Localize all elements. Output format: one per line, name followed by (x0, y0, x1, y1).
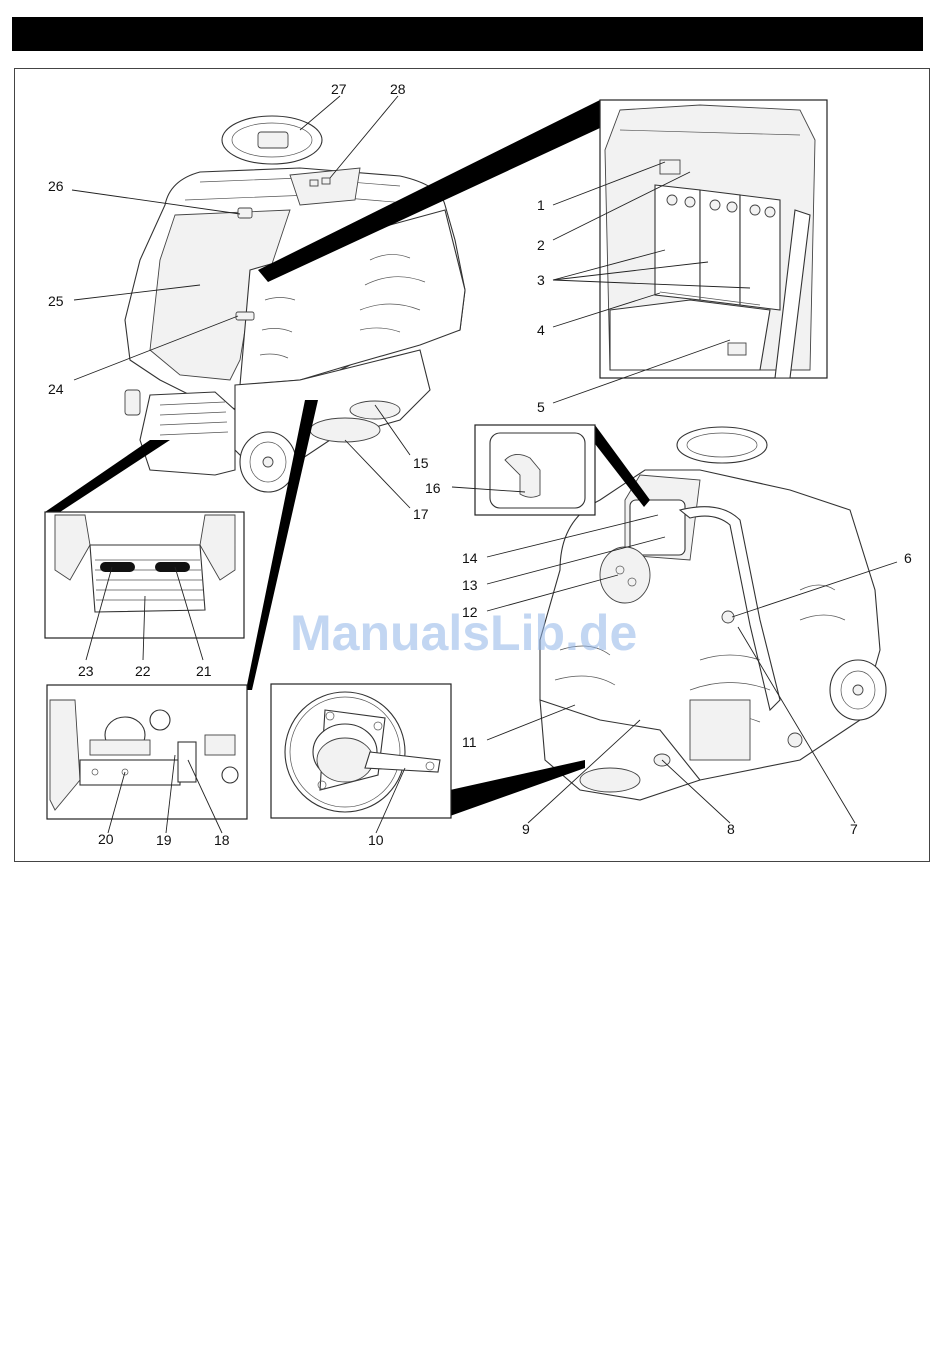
callout-1: 1 (537, 197, 545, 213)
callout-11: 11 (462, 734, 477, 750)
callout-10: 10 (368, 832, 384, 848)
callout-2: 2 (537, 237, 545, 253)
callout-9: 9 (522, 821, 530, 837)
callout-16: 16 (425, 480, 441, 496)
callout-4: 4 (537, 322, 545, 338)
callout-8: 8 (727, 821, 735, 837)
callout-17: 17 (413, 506, 429, 522)
callout-18: 18 (214, 832, 230, 848)
callout-28: 28 (390, 81, 406, 97)
callout-20: 20 (98, 831, 114, 847)
inset-brush-coupling (271, 684, 585, 818)
callout-22: 22 (135, 663, 151, 679)
callout-21: 21 (196, 663, 212, 679)
callout-25: 25 (48, 293, 64, 309)
callout-15: 15 (413, 455, 429, 471)
callout-7: 7 (850, 821, 858, 837)
callout-24: 24 (48, 381, 64, 397)
callout-6: 6 (904, 550, 912, 566)
callout-19: 19 (156, 832, 172, 848)
callout-14: 14 (462, 550, 478, 566)
callout-3: 3 (537, 272, 545, 288)
callout-27: 27 (331, 81, 347, 97)
callout-13: 13 (462, 577, 478, 593)
callout-23: 23 (78, 663, 94, 679)
watermark-text: ManualsLib.de (290, 605, 637, 661)
machine-rear-view (125, 116, 465, 492)
callout-5: 5 (537, 399, 545, 415)
callout-26: 26 (48, 178, 64, 194)
